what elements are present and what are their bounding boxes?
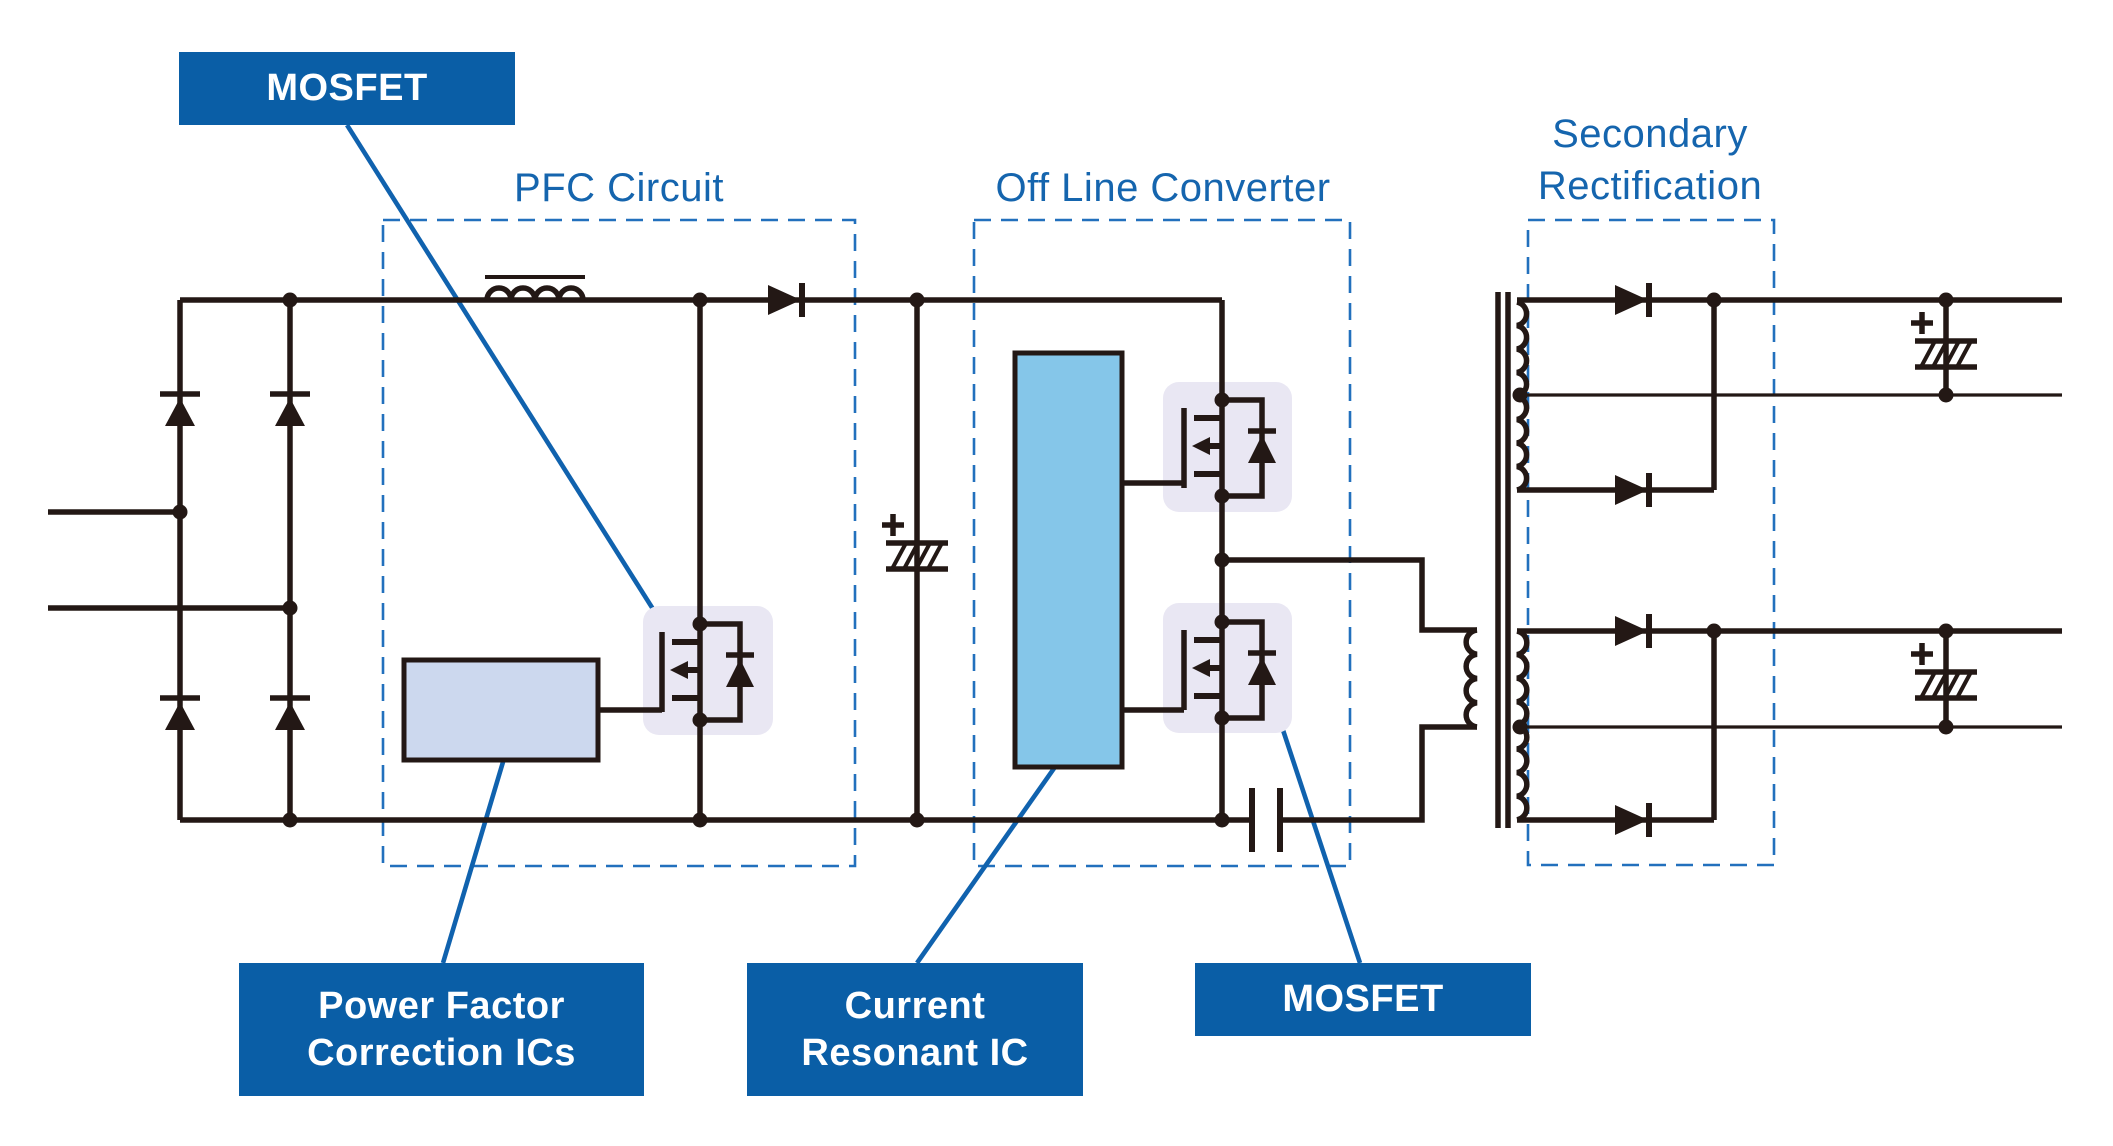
pfc-controller	[401, 657, 601, 763]
current-resonant-label-line2: Resonant IC	[801, 1031, 1029, 1074]
leader-pfc-ics	[440, 761, 506, 964]
inductor-icon	[484, 285, 586, 301]
resonant-capacitor	[1249, 788, 1283, 852]
bridge-diode-icon	[160, 698, 200, 730]
leader-mosfet-bottom	[1278, 723, 1363, 964]
pfc-ics-label: Power Factor Correction ICs	[239, 963, 644, 1096]
mosfet-label-bottom: MOSFET	[1195, 963, 1531, 1036]
current-resonant-ic-block	[1012, 350, 1125, 770]
secondary-section-title: Secondary Rectification	[1480, 108, 1820, 212]
bridge-diode-icon	[270, 698, 310, 730]
offline-section-title: Off Line Converter	[995, 166, 1331, 210]
mosfet-label-top: MOSFET	[179, 52, 515, 125]
boost-inductor	[484, 275, 586, 301]
leader-current-resonant	[915, 755, 1064, 965]
section-boxes	[381, 218, 1776, 868]
secondary-title-line1: Secondary	[1552, 112, 1748, 156]
primary-top-wire	[1222, 557, 1477, 633]
diode-icon	[768, 283, 802, 317]
bridge-diode-icon	[160, 394, 200, 426]
diode-icon	[1615, 614, 1649, 648]
boost-diode	[768, 283, 802, 317]
pfc-ics-label-line1: Power Factor	[318, 985, 565, 1028]
current-resonant-ic-label: Current Resonant IC	[747, 963, 1083, 1096]
pfc-section-box	[381, 218, 857, 868]
current-resonant-ic	[1012, 350, 1125, 770]
diode-icon	[1615, 803, 1649, 837]
diode-icon	[1615, 473, 1649, 507]
current-resonant-label-line1: Current	[844, 985, 986, 1028]
leader-mosfet-top	[345, 123, 660, 619]
pfc-controller-ic-block	[401, 657, 601, 763]
bridge-diode-icon	[270, 394, 310, 426]
primary-bottom-wire	[1280, 724, 1477, 823]
secondary-diodes	[1615, 283, 1649, 837]
junction-dots	[172, 292, 1954, 828]
diode-icon	[1615, 283, 1649, 317]
secondary-title-line2: Rectification	[1537, 164, 1763, 208]
primary-winding-icon	[1463, 627, 1478, 730]
leader-lines	[345, 123, 1363, 965]
pfc-section-title: PFC Circuit	[514, 166, 724, 210]
transformer	[1463, 292, 1530, 828]
pfc-ics-label-line2: Correction ICs	[307, 1031, 576, 1074]
secondary-section-box	[1526, 218, 1776, 867]
